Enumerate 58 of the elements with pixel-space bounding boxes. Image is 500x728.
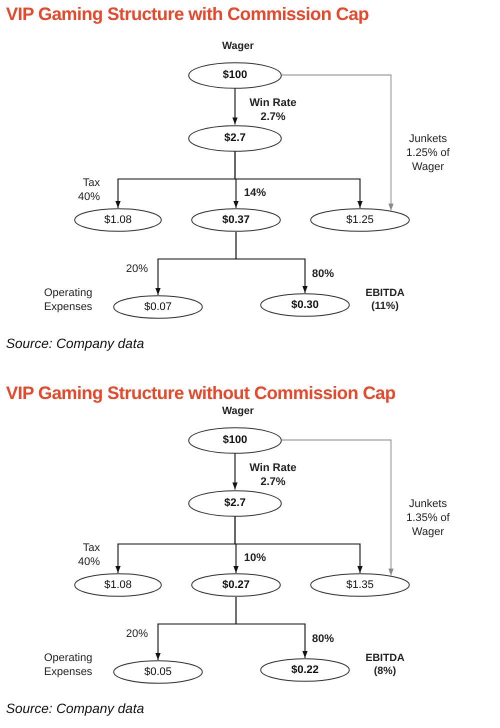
- amount-text: $1.25: [346, 214, 374, 226]
- chart-title: VIP Gaming Structure with Commission Cap: [6, 4, 369, 25]
- value-ellipse: [260, 658, 350, 682]
- value-ellipse: [74, 208, 162, 232]
- edge-label: 14%: [244, 187, 268, 201]
- connector-arrow: [232, 88, 238, 124]
- amount-text: $1.35: [346, 579, 374, 591]
- amount-text: $100: [222, 434, 248, 446]
- node-caption: EBITDA (11%): [364, 287, 406, 314]
- connector-arrow: [282, 74, 394, 212]
- node-caption: Operating Expenses: [44, 652, 94, 680]
- node-caption: EBITDA (8%): [364, 652, 406, 678]
- source-note: Source: Company data: [6, 701, 144, 716]
- edge-label: Tax 40%: [76, 542, 100, 570]
- value-ellipse: [188, 124, 282, 152]
- value-ellipse: [188, 62, 282, 88]
- value-ellipse: [188, 426, 282, 454]
- node-caption: Wager: [221, 40, 255, 54]
- value-ellipse: [310, 208, 410, 232]
- edge-label: Win Rate 2.7%: [248, 97, 298, 124]
- value-ellipse: [191, 208, 281, 232]
- edge-label: Junkets 1.25% of Wager: [405, 133, 451, 174]
- amount-text: $0.27: [222, 579, 250, 591]
- value-ellipse: [188, 490, 282, 516]
- connector-arrow: [232, 454, 238, 490]
- amount-text: $0.30: [291, 299, 319, 311]
- source-note: Source: Company data: [6, 336, 144, 351]
- connector-arrow: [234, 516, 363, 573]
- chart-title: VIP Gaming Structure without Commission Cap: [6, 383, 396, 404]
- edge-label: Junkets 1.35% of Wager: [405, 498, 451, 540]
- value-ellipse: [260, 293, 350, 317]
- value-ellipse: [310, 573, 410, 597]
- value-ellipse: [113, 295, 203, 319]
- node-caption: Wager: [221, 405, 255, 418]
- amount-text: $2.7: [224, 497, 246, 509]
- amount-text: $100: [222, 69, 248, 81]
- edge-label: Tax 40%: [76, 177, 100, 204]
- connector-arrow: [235, 597, 308, 658]
- edge-label: 20%: [126, 628, 150, 642]
- value-ellipse: [74, 573, 162, 597]
- connector-arrow: [234, 152, 363, 208]
- connector-arrow: [282, 440, 394, 576]
- amount-text: $0.05: [144, 666, 172, 678]
- edge-label: 80%: [312, 633, 336, 647]
- value-ellipse: [113, 660, 203, 684]
- amount-text: $2.7: [224, 132, 246, 144]
- edge-label: Win Rate 2.7%: [248, 462, 298, 490]
- edge-label: 20%: [126, 263, 150, 277]
- amount-text: $1.08: [104, 579, 132, 591]
- amount-text: $0.37: [222, 214, 250, 226]
- edge-label: 10%: [244, 552, 268, 566]
- connector-arrow: [235, 232, 308, 293]
- edge-label: 80%: [312, 268, 336, 282]
- amount-text: $0.07: [144, 301, 172, 313]
- node-caption: Operating Expenses: [44, 287, 94, 314]
- amount-text: $0.22: [291, 664, 319, 676]
- amount-text: $1.08: [104, 214, 132, 226]
- value-ellipse: [191, 573, 281, 597]
